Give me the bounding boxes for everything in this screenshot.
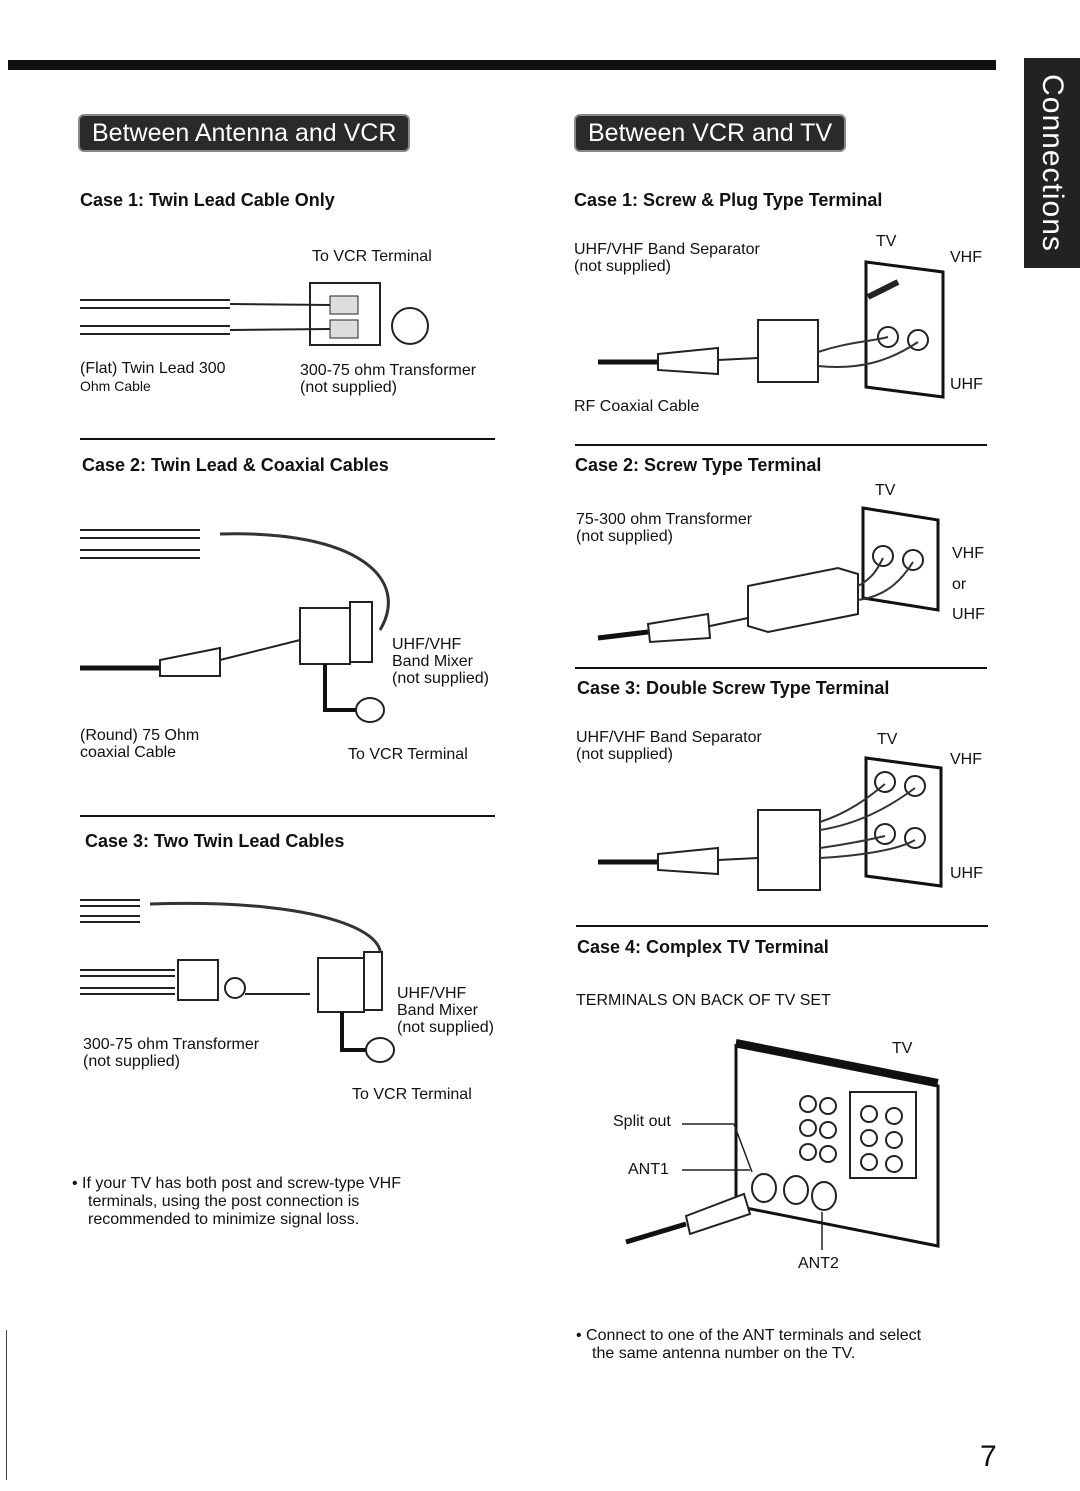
left-case3-mixer-l2: Band Mixer [397, 1002, 478, 1019]
left-case2-cable-l1: (Round) 75 Ohm [80, 727, 200, 744]
right-case3-uhf: UHF [950, 865, 983, 882]
left-note-l2: terminals, using the post connection is [88, 1193, 360, 1210]
screw-terminal-diagram [597, 506, 940, 644]
right-case2-or: or [952, 576, 967, 593]
right-case2-tv: TV [875, 482, 896, 499]
page-number: 7 [980, 1440, 997, 1473]
left-case3-transformer-l2: (not supplied) [83, 1053, 180, 1070]
binding-edge-line [6, 1330, 7, 1480]
left-note-l3: recommended to minimize signal loss. [88, 1211, 360, 1228]
left-case2-title: Case 2: Twin Lead & Coaxial Cables [82, 455, 389, 475]
top-rule [8, 60, 996, 70]
left-case1-transformer-l2: (not supplied) [300, 379, 397, 396]
right-case1-sep-l2: (not supplied) [574, 258, 671, 275]
right-case3-sep-l1: UHF/VHF Band Separator [576, 729, 762, 746]
right-case3-title: Case 3: Double Screw Type Terminal [577, 678, 890, 698]
right-case1-tv: TV [876, 233, 897, 250]
right-case1-sep-l1: UHF/VHF Band Separator [574, 241, 760, 258]
section-tab: Connections [1024, 58, 1080, 268]
twin-lead-transformer-diagram [80, 282, 429, 346]
left-case2-to-vcr: To VCR Terminal [348, 746, 468, 763]
section-tab-label: Connections [1036, 74, 1069, 252]
right-case4-ant1: ANT1 [628, 1161, 669, 1178]
right-note-l1: • Connect to one of the ANT terminals an… [576, 1327, 922, 1344]
divider [575, 444, 987, 446]
right-case2-title: Case 2: Screw Type Terminal [575, 455, 822, 475]
left-case1-to-vcr: To VCR Terminal [312, 248, 432, 265]
twin-lead-coaxial-diagram [80, 529, 390, 723]
left-case2-mixer-l2: Band Mixer [392, 653, 473, 670]
two-twin-lead-diagram [80, 899, 395, 1063]
screw-plug-terminal-diagram [598, 260, 945, 399]
right-case1-uhf: UHF [950, 376, 983, 393]
right-case3-vhf: VHF [950, 751, 982, 768]
divider [80, 438, 495, 440]
left-note-l1: • If your TV has both post and screw-typ… [72, 1175, 402, 1192]
right-case3-tv: TV [877, 731, 898, 748]
right-case4-terminals: TERMINALS ON BACK OF TV SET [576, 992, 831, 1009]
right-case4-split: Split out [613, 1113, 671, 1130]
left-case2-mixer-l3: (not supplied) [392, 670, 489, 687]
double-screw-terminal-diagram [598, 756, 943, 891]
left-case1-transformer-l1: 300-75 ohm Transformer [300, 362, 477, 379]
left-case3-to-vcr: To VCR Terminal [352, 1086, 472, 1103]
right-case1-title: Case 1: Screw & Plug Type Terminal [574, 190, 883, 210]
right-section-header: Between VCR and TV [574, 114, 847, 152]
right-note-l2: the same antenna number on the TV. [592, 1345, 856, 1362]
left-case3-transformer-l1: 300-75 ohm Transformer [83, 1036, 260, 1053]
right-case1-rf: RF Coaxial Cable [574, 398, 700, 415]
right-case4-ant2: ANT2 [798, 1255, 839, 1272]
right-case2-vhf: VHF [952, 545, 984, 562]
right-case2-tr-l1: 75-300 ohm Transformer [576, 511, 753, 528]
divider [80, 815, 495, 817]
left-case3-mixer-l3: (not supplied) [397, 1019, 494, 1036]
right-case2-tr-l2: (not supplied) [576, 528, 673, 545]
divider [576, 925, 988, 927]
left-case1-cable-l2: Ohm Cable [80, 378, 151, 394]
right-case2-uhf: UHF [952, 606, 985, 623]
right-case4-title: Case 4: Complex TV Terminal [577, 937, 829, 957]
right-case4-tv: TV [892, 1040, 913, 1057]
left-section-header: Between Antenna and VCR [78, 114, 411, 152]
left-case1-cable-l1: (Flat) Twin Lead 300 [80, 360, 226, 377]
left-case1-title: Case 1: Twin Lead Cable Only [80, 190, 335, 210]
left-case3-mixer-l1: UHF/VHF [397, 985, 467, 1002]
complex-terminal-diagram [625, 1039, 940, 1250]
left-case3-title: Case 3: Two Twin Lead Cables [85, 831, 345, 851]
left-case2-cable-l2: coaxial Cable [80, 744, 177, 761]
right-case1-vhf: VHF [950, 249, 982, 266]
divider [575, 667, 987, 669]
left-case2-mixer-l1: UHF/VHF [392, 636, 462, 653]
right-case3-sep-l2: (not supplied) [576, 746, 673, 763]
